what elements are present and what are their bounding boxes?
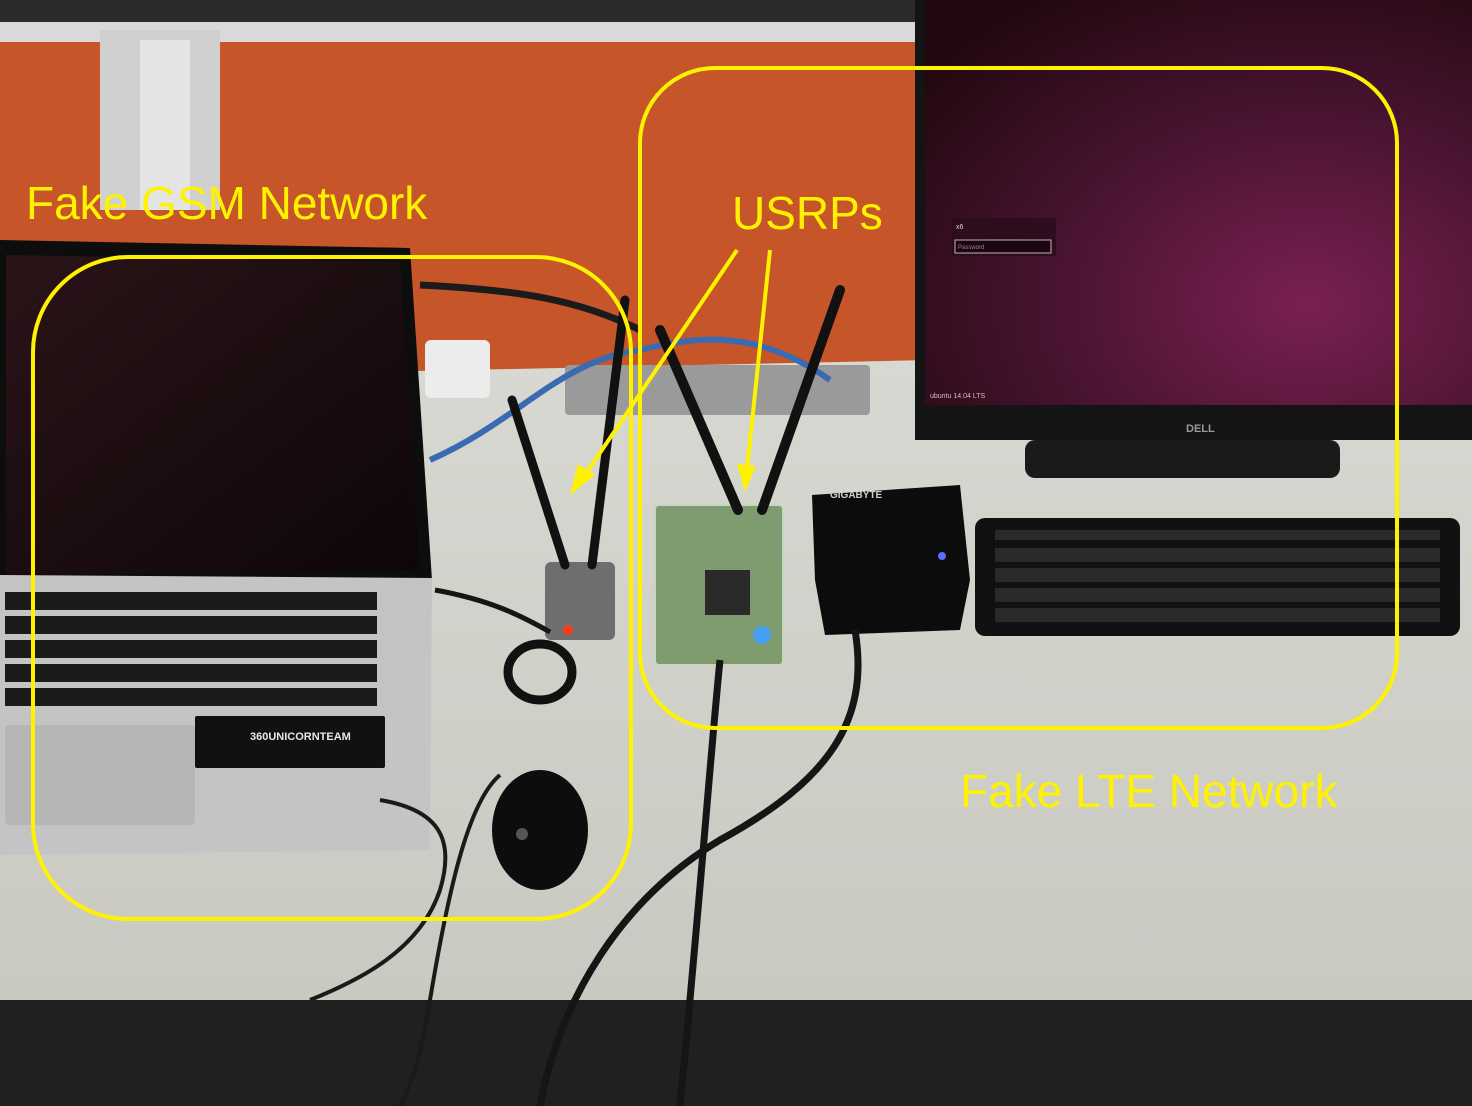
usrp-blue-led xyxy=(753,626,771,644)
usrp-arrowhead-gsm xyxy=(570,464,595,495)
usrp-chip xyxy=(705,570,750,615)
partition-frame xyxy=(0,22,930,42)
mouse xyxy=(492,770,588,890)
laptop-keyboard xyxy=(5,592,377,706)
laptop-sticker xyxy=(195,716,385,768)
usrp-arrowhead-lte xyxy=(737,464,756,492)
mini-pc-brand-label: GIGABYTE xyxy=(830,490,883,501)
mouse-cable xyxy=(398,773,502,1106)
power-strip xyxy=(425,340,490,398)
laptop-usb-cable xyxy=(309,798,448,1002)
login-password-placeholder: Password xyxy=(958,245,984,251)
login-username: x6 xyxy=(956,224,964,231)
gsm-antenna-1 xyxy=(507,395,570,570)
usrp-arrow-lte xyxy=(745,249,772,471)
lte-network-label: Fake LTE Network xyxy=(960,765,1338,817)
gsm-cable-coil xyxy=(503,639,577,705)
monitor-brand-label: DELL xyxy=(1186,423,1215,435)
gsm-usrp-red-led xyxy=(563,625,573,635)
gsm-antenna-2 xyxy=(587,295,630,570)
gsm-usb-cable xyxy=(434,587,552,635)
laptop-screen xyxy=(6,255,420,575)
lte-antenna-2 xyxy=(757,285,845,515)
usrp-arrow-gsm xyxy=(581,248,739,480)
usrp-box-gsm xyxy=(545,562,615,640)
monitor-os-label: ubuntu 14.04 LTS xyxy=(930,393,985,400)
laptop-sticker-text: 360UNICORNTEAM xyxy=(250,731,351,743)
gsm-network-label: Fake GSM Network xyxy=(26,177,428,229)
mini-pc-led xyxy=(938,552,946,560)
lte-antenna-1 xyxy=(655,325,743,515)
monitor-stand xyxy=(1025,440,1340,478)
floor-shadow xyxy=(0,1000,1472,1106)
login-password-field xyxy=(954,239,1052,254)
gsm-network-outline xyxy=(31,255,633,921)
usrp-label: USRPs xyxy=(732,187,883,239)
lte-board-cable xyxy=(676,659,724,1106)
keyboard-keys xyxy=(995,530,1440,622)
partition-post-inner xyxy=(140,40,190,210)
mini-pc-cable xyxy=(536,629,862,1106)
mouse-logo xyxy=(516,828,528,840)
lte-network-outline xyxy=(638,66,1399,730)
monitor-screen xyxy=(925,0,1472,405)
black-cable-1 xyxy=(419,281,642,334)
laptop-trackpad xyxy=(5,725,195,825)
mini-pc xyxy=(812,485,970,635)
